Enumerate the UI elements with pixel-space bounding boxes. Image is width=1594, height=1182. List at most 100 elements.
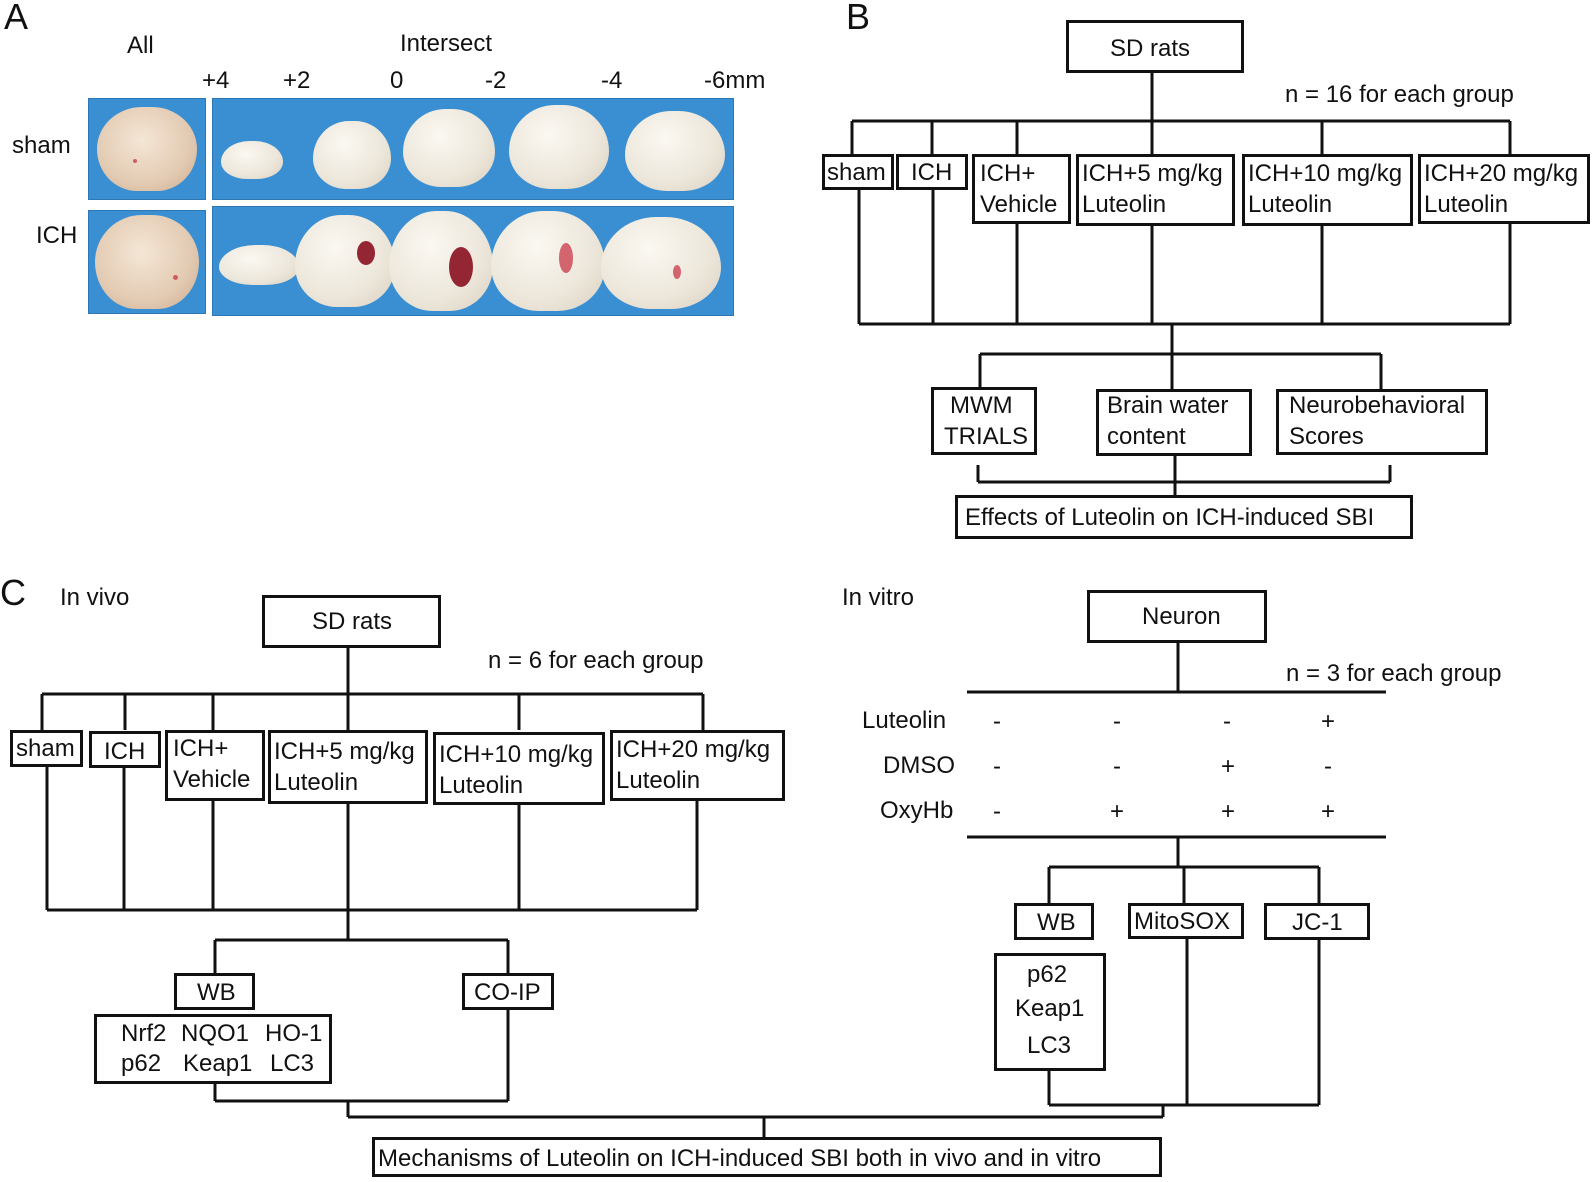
hemorrhage-spot (357, 241, 375, 265)
treatment-sign: - (1223, 708, 1231, 735)
panel-c-label: C (0, 572, 26, 613)
group-box-ich-invivo: ICH (89, 731, 161, 768)
box-label: content (1107, 423, 1186, 450)
box-label: sham (827, 159, 886, 186)
group-box-ich-vehicle-invivo: ICH+ Vehicle (165, 730, 265, 801)
group-box-ich-10mg: ICH+10 mg/kg Luteolin (1242, 154, 1413, 226)
panel-b-label: B (846, 0, 871, 37)
group-box-sham-invivo: sham (10, 730, 83, 767)
box-label: SD rats (312, 608, 393, 635)
box-label: MitoSOX (1134, 908, 1231, 935)
treatment-sign: - (1113, 753, 1121, 780)
col-all-label: All (127, 32, 154, 59)
row-label-ich: ICH (36, 222, 78, 249)
row-label-sham: sham (12, 132, 71, 159)
brain-slice (221, 141, 283, 179)
brain-slice (509, 105, 609, 189)
treatment-sign: - (993, 798, 1001, 825)
group-box-ich-5mg: ICH+5 mg/kg Luteolin (1076, 154, 1235, 226)
box-label: Scores (1289, 423, 1364, 450)
marker-label: Keap1 (183, 1050, 253, 1077)
treatment-sign: + (1321, 708, 1336, 735)
box-label: ICH+ (980, 160, 1036, 187)
marker-label: Nrf2 (121, 1020, 167, 1047)
marker-label: p62 (1027, 961, 1068, 988)
wb-box-invitro: WB (1014, 903, 1094, 940)
distance-label: -2 (485, 67, 507, 94)
sham-slices-photo (212, 98, 734, 200)
group-box-ich: ICH (896, 154, 968, 190)
box-label: JC-1 (1292, 909, 1343, 936)
group-box-ich-20mg-invivo: ICH+20 mg/kg Luteolin (610, 730, 785, 801)
sample-size-note: n = 16 for each group (1285, 81, 1514, 108)
col-intersect-label: Intersect (400, 30, 493, 57)
treatment-sign: + (1221, 753, 1236, 780)
treatment-sign: + (1321, 798, 1336, 825)
box-label: ICH+5 mg/kg (274, 738, 415, 765)
box-label: Luteolin (274, 769, 359, 796)
box-label: MWM (950, 392, 1013, 419)
sd-rats-box: SD rats (1066, 20, 1244, 73)
box-label: Luteolin (1248, 191, 1333, 218)
box-label: Neuron (1142, 603, 1221, 630)
panel-a-label: A (4, 0, 29, 37)
hemorrhage-spot (559, 243, 573, 273)
box-label: WB (197, 979, 236, 1006)
brain-slice (295, 215, 395, 307)
group-box-ich-5mg-invivo: ICH+5 mg/kg Luteolin (268, 730, 428, 804)
in-vivo-title: In vivo (60, 584, 130, 611)
marker-label: LC3 (1027, 1032, 1072, 1059)
brain-image (95, 215, 199, 309)
brain-slice (625, 111, 725, 191)
box-label: Vehicle (173, 766, 251, 793)
hemorrhage-spot (449, 247, 473, 287)
box-label: Mechanisms of Luteolin on ICH-induced SB… (378, 1145, 1102, 1172)
marker-label: p62 (121, 1050, 162, 1077)
assay-box-neurobehavioral: Neurobehavioral Scores (1276, 389, 1488, 455)
box-label: Neurobehavioral (1289, 392, 1466, 419)
box-label: SD rats (1110, 35, 1191, 62)
brain-image (97, 107, 197, 191)
treatment-sign: + (1221, 798, 1236, 825)
box-label: Luteolin (1424, 191, 1509, 218)
marker-label: HO-1 (265, 1020, 323, 1047)
wb-markers-box-invitro: p62 Keap1 LC3 (994, 953, 1106, 1071)
neuron-box: Neuron (1087, 590, 1267, 643)
distance-label: -6mm (704, 67, 766, 94)
treatment-label-oxyhb: OxyHb (880, 797, 954, 824)
treatment-sign: + (1110, 798, 1125, 825)
jc1-box: JC-1 (1264, 903, 1370, 940)
box-label: Brain water (1107, 392, 1229, 419)
blood-spot (133, 159, 137, 163)
blood-spot (173, 275, 178, 280)
wb-box-invivo: WB (174, 973, 255, 1010)
group-box-ich-20mg: ICH+20 mg/kg Luteolin (1418, 154, 1590, 224)
brain-slice (403, 109, 495, 187)
treatment-sign: - (993, 753, 1001, 780)
box-label: Effects of Luteolin on ICH-induced SBI (965, 504, 1375, 531)
treatment-sign: - (993, 708, 1001, 735)
box-label: Luteolin (1082, 191, 1167, 218)
brain-slice (389, 211, 493, 311)
group-box-ich-10mg-invivo: ICH+10 mg/kg Luteolin (433, 732, 605, 805)
brain-slice (219, 245, 299, 285)
box-label: ICH (911, 159, 953, 186)
distance-label: -4 (601, 67, 623, 94)
distance-label: +4 (202, 67, 230, 94)
treatment-label-dmso: DMSO (883, 752, 955, 779)
ich-slices-photo (212, 206, 734, 316)
ich-whole-brain-photo (88, 210, 206, 314)
brain-slice (491, 211, 605, 311)
brain-slice (313, 121, 391, 189)
box-label: sham (16, 735, 75, 762)
group-box-ich-vehicle: ICH+ Vehicle (972, 154, 1071, 224)
hemorrhage-spot (673, 265, 681, 279)
box-label: ICH+10 mg/kg (439, 741, 594, 768)
marker-label: LC3 (270, 1050, 315, 1077)
box-label: Luteolin (439, 772, 524, 799)
brain-slice (601, 217, 721, 309)
sd-rats-box-invivo: SD rats (262, 595, 441, 648)
assay-box-brain-water: Brain water content (1096, 389, 1252, 456)
